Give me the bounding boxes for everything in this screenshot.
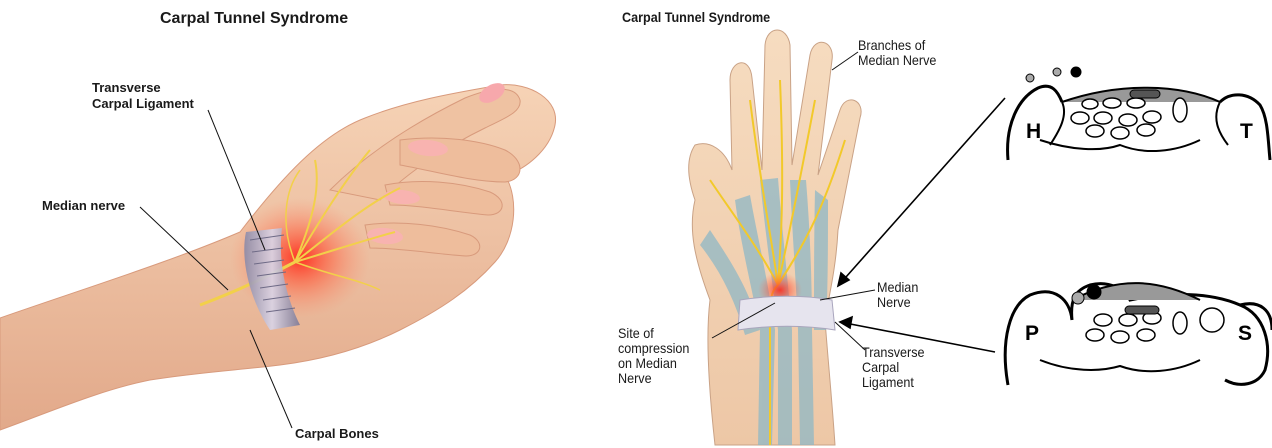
cross-top-left-letter: H bbox=[1026, 120, 1041, 143]
pointer-arrows bbox=[838, 98, 1005, 352]
site-line2: compression bbox=[618, 341, 689, 356]
median-label: Median Nerve bbox=[877, 280, 918, 310]
transverse-carpal-ligament-band bbox=[738, 296, 835, 330]
branches-line1: Branches of bbox=[858, 38, 936, 53]
right-transverse-label: Transverse Carpal Ligament bbox=[862, 345, 925, 390]
site-line4: Nerve bbox=[618, 371, 689, 386]
median-line1: Median bbox=[877, 280, 918, 295]
right-transverse-line2: Carpal bbox=[862, 360, 925, 375]
median-line2: Nerve bbox=[877, 295, 918, 310]
transverse-label-line1: Transverse bbox=[92, 80, 194, 96]
median-nerve-label: Median nerve bbox=[42, 198, 125, 214]
left-title: Carpal Tunnel Syndrome bbox=[160, 10, 348, 28]
right-title: Carpal Tunnel Syndrome bbox=[622, 9, 770, 25]
cross-bottom-right-letter: S bbox=[1238, 322, 1252, 345]
transverse-ligament-label: Transverse Carpal Ligament bbox=[92, 80, 194, 112]
cross-bottom-left-letter: P bbox=[1025, 322, 1039, 345]
left-illustration-panel: Carpal Tunnel Syndrome Transverse Carpal… bbox=[0, 0, 600, 448]
right-illustration-panel: H T P S Carpal Tunnel Syndrome Branches … bbox=[600, 0, 1272, 448]
right-transverse-line1: Transverse bbox=[862, 345, 925, 360]
site-line3: on Median bbox=[618, 356, 689, 371]
branches-line2: Median Nerve bbox=[858, 53, 936, 68]
compression-site-label: Site of compression on Median Nerve bbox=[618, 326, 689, 386]
left-hand-illustration bbox=[0, 0, 600, 448]
cross-top-right-letter: T bbox=[1240, 120, 1253, 143]
site-line1: Site of bbox=[618, 326, 689, 341]
cross-section-top bbox=[1005, 67, 1270, 160]
branches-label: Branches of Median Nerve bbox=[858, 38, 936, 68]
carpal-bones-label: Carpal Bones bbox=[295, 426, 379, 442]
transverse-label-line2: Carpal Ligament bbox=[92, 96, 194, 112]
cross-section-bottom bbox=[1005, 283, 1272, 385]
right-transverse-line3: Ligament bbox=[862, 375, 925, 390]
